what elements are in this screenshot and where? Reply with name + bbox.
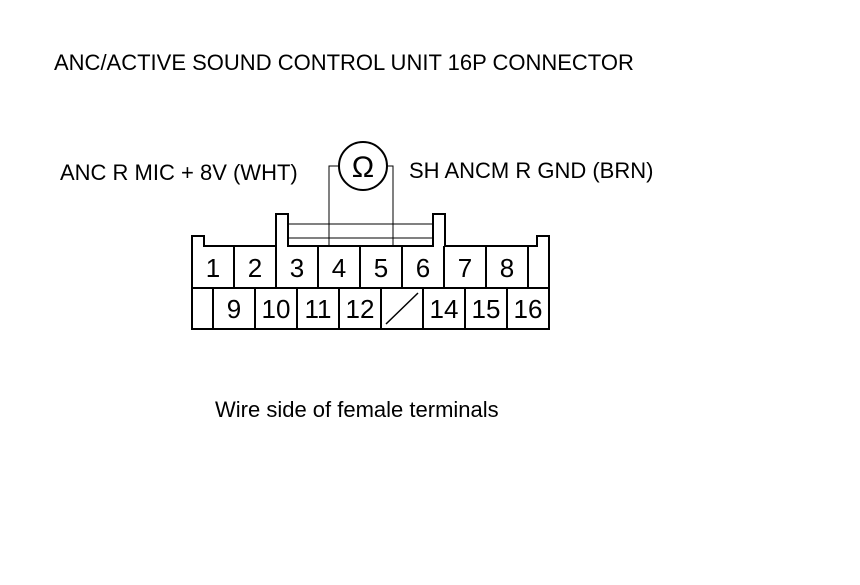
pin-12: 12 xyxy=(346,294,375,324)
pin-3: 3 xyxy=(290,253,304,283)
ohmmeter-icon: Ω xyxy=(338,141,388,191)
ohm-symbol: Ω xyxy=(352,151,374,184)
blank-cavity-slash xyxy=(385,292,419,325)
probe-wires xyxy=(328,165,394,245)
pin-6: 6 xyxy=(416,253,430,283)
diagram-title: ANC/ACTIVE SOUND CONTROL UNIT 16P CONNEC… xyxy=(54,50,634,75)
connector-housing xyxy=(191,213,550,330)
pin-9: 9 xyxy=(227,294,241,324)
probe-wire-pin-5 xyxy=(387,165,394,245)
pin-15: 15 xyxy=(472,294,501,324)
pin-grid xyxy=(212,246,529,329)
pin-16: 16 xyxy=(514,294,543,324)
pin-8: 8 xyxy=(500,253,514,283)
pin-1: 1 xyxy=(206,253,220,283)
pin-4: 4 xyxy=(332,253,346,283)
diagram-caption: Wire side of female terminals xyxy=(215,397,499,422)
probe-wire-pin-4 xyxy=(328,165,339,245)
pin-11: 11 xyxy=(305,294,332,324)
left-probe-label: ANC R MIC + 8V (WHT) xyxy=(60,160,298,185)
pin-2: 2 xyxy=(248,253,262,283)
pin-7: 7 xyxy=(458,253,472,283)
pin-10: 10 xyxy=(262,294,291,324)
pin-14: 14 xyxy=(430,294,459,324)
pin-5: 5 xyxy=(374,253,388,283)
right-probe-label: SH ANCM R GND (BRN) xyxy=(409,158,654,183)
